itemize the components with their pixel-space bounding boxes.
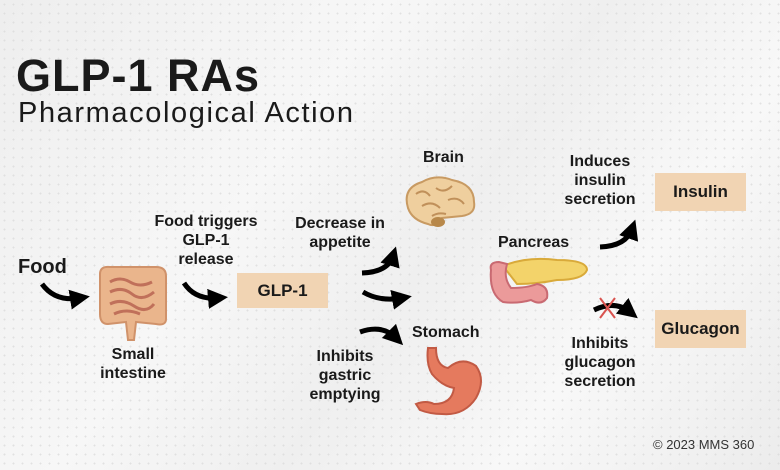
stomach-arrow-icon	[359, 323, 404, 346]
title: GLP-1 RAs	[16, 50, 261, 101]
inhibit-x-icon	[599, 297, 616, 319]
middle-arrow-icon	[361, 289, 412, 310]
insulin-arrow-icon	[599, 219, 639, 250]
food-label: Food	[18, 256, 67, 278]
glp1-box: GLP-1	[237, 273, 328, 308]
label-line: appetite	[309, 234, 371, 251]
insulin-box: Insulin	[655, 173, 746, 211]
label-line: release	[178, 251, 234, 268]
small-intestine-icon	[99, 265, 167, 341]
label-line: secretion	[564, 373, 636, 390]
decrease-appetite-label: Decrease in appetite	[285, 214, 395, 252]
food-triggers-label: Food triggers GLP-1 release	[146, 212, 266, 269]
induces-insulin-label: Induces insulin secretion	[550, 152, 650, 209]
label-line: insulin	[574, 172, 626, 189]
label-line: Decrease in	[295, 215, 385, 232]
label-line: Inhibits	[316, 348, 374, 365]
label-line: Inhibits	[571, 335, 629, 352]
copyright: © 2023 MMS 360	[653, 437, 755, 452]
label-line: emptying	[309, 386, 381, 403]
label-line: glucagon	[564, 354, 636, 371]
label-line: GLP-1	[182, 232, 230, 249]
small-intestine-label: Small intestine	[93, 345, 173, 383]
label-line: Induces	[569, 153, 631, 170]
pancreas-icon	[489, 257, 589, 304]
stomach-label: Stomach	[412, 324, 480, 341]
brain-icon	[405, 176, 476, 227]
inhibits-gastric-label: Inhibits gastric emptying	[295, 347, 395, 404]
label-line: secretion	[564, 191, 636, 208]
label-line: gastric	[318, 367, 372, 384]
label-line: intestine	[100, 365, 166, 382]
glucagon-arrow-icon	[592, 297, 638, 319]
brain-arrow-icon	[361, 246, 400, 276]
food-arrow-icon	[39, 282, 90, 310]
stomach-icon	[414, 347, 482, 416]
pancreas-label: Pancreas	[498, 234, 570, 251]
label-line: Small	[111, 346, 155, 363]
glp1-release-arrow-icon	[181, 281, 228, 309]
inhibits-glucagon-label: Inhibits glucagon secretion	[550, 334, 650, 391]
glucagon-box: Glucagon	[655, 310, 746, 348]
brain-label: Brain	[423, 149, 464, 166]
label-line: Food triggers	[154, 213, 258, 230]
subtitle: Pharmacological Action	[18, 97, 355, 129]
